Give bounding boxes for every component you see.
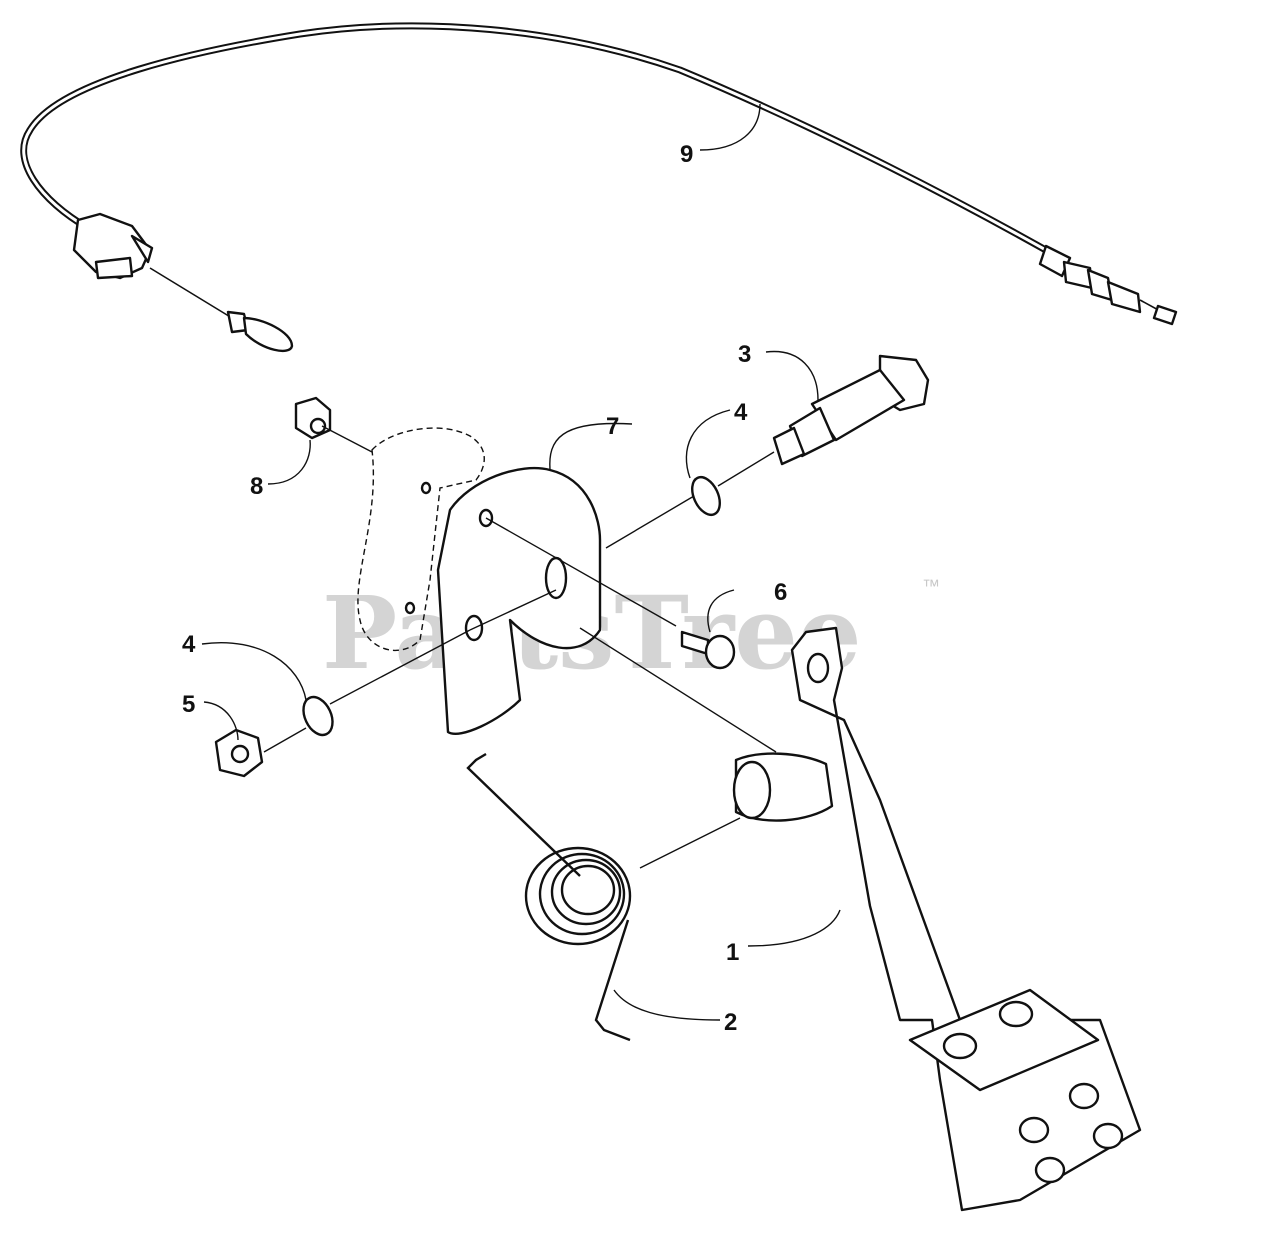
part-4-washer-lower[interactable] (298, 692, 338, 739)
callout-7[interactable]: 7 (606, 413, 619, 440)
callout-4-lower[interactable]: 4 (182, 631, 196, 658)
part-8-nut[interactable] (294, 396, 332, 440)
callout-1[interactable]: 1 (726, 939, 739, 966)
callout-3[interactable]: 3 (738, 341, 751, 368)
part-1-pedal-arm[interactable] (732, 626, 1142, 1212)
part-6-screw[interactable] (680, 630, 736, 670)
part-7-bracket[interactable] (404, 466, 602, 735)
part-9-cable[interactable] (20, 22, 1178, 353)
callout-6[interactable]: 6 (774, 579, 787, 606)
callout-8[interactable]: 8 (250, 473, 263, 500)
callout-9[interactable]: 9 (680, 141, 693, 168)
callout-5[interactable]: 5 (182, 691, 195, 718)
callout-2[interactable]: 2 (724, 1009, 737, 1036)
part-4-washer-upper[interactable] (687, 473, 726, 519)
part-3-shoulder-bolt[interactable] (772, 354, 930, 466)
callout-4-upper[interactable]: 4 (734, 399, 748, 426)
watermark-trademark: ™ (922, 576, 940, 596)
callout-leaders (201, 103, 841, 1021)
assembly-lines (263, 425, 777, 869)
part-5-nut[interactable] (214, 728, 264, 778)
part-2-spring[interactable] (466, 752, 632, 1042)
